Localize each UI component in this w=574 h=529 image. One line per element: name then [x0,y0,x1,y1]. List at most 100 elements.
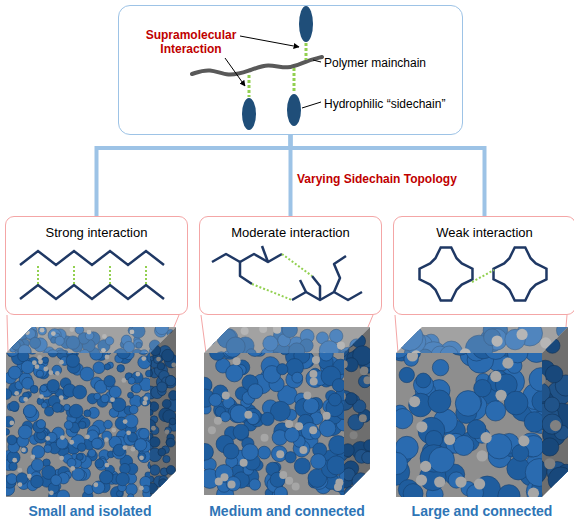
phase-domain [385,452,407,474]
phase-domain [35,477,40,482]
phase-domain [226,390,245,409]
phase-domain [54,451,59,456]
phase-domain [32,393,37,398]
phase-domain [52,399,58,405]
phase-domain [88,449,96,457]
phase-domain [291,434,308,451]
phase-domain [27,468,33,474]
phase-domain [256,427,264,435]
phase-domain [6,327,176,497]
phase-domain [17,468,22,473]
phase-domain [9,412,17,420]
phase-domain [121,378,126,383]
phase-domain [66,354,79,367]
phase-domain [112,363,125,376]
phase-domain [33,408,42,417]
polymer-mainchain [192,57,322,75]
phase-domain [47,379,59,391]
phase-domain [128,489,140,501]
phase-domain [260,484,277,501]
phase-domain [258,484,277,503]
phase-domain [36,370,43,377]
phase-domain [13,341,22,350]
cyclic-sidechain [494,248,547,301]
phase-domain [282,406,293,417]
phase-domain [168,492,173,497]
phase-domain [71,366,81,376]
phase-domain [110,488,122,500]
phase-domain [285,427,300,442]
phase-domain [218,337,233,352]
phase-domain [103,460,113,470]
phase-domain [204,327,370,495]
phase-domain [14,391,19,396]
phase-domain [109,419,114,424]
phase-domain [129,380,138,389]
phase-domain [51,475,62,486]
phase-domain [86,405,92,411]
phase-domain [98,366,110,378]
phase-domain [300,323,308,331]
phase-domain [213,362,221,370]
phase-domain [204,327,370,495]
phase-domain [219,423,230,434]
phase-domain [233,346,250,363]
phase-domain [334,333,351,350]
phase-domain [277,392,292,407]
phase-domain [78,421,86,429]
phase-domain [109,462,120,473]
phase-domain [12,458,17,463]
phase-domain [46,356,58,368]
phase-domain [21,448,26,453]
phase-domain [212,469,224,481]
phase-domain [77,482,89,494]
phase-domain [207,464,224,481]
phase-domain [132,352,138,358]
phase-domain [130,397,141,408]
phase-domain [60,435,65,440]
phase-domain [257,407,267,417]
phase-domain [113,408,125,420]
phase-domain [78,443,86,451]
phase-domain [41,352,49,360]
phase-domain [66,426,79,439]
phase-domain [272,425,284,437]
phase-domain [271,447,279,455]
phase-domain [17,432,24,439]
phase-domain [64,438,69,443]
phase-domain [27,474,32,479]
phase-domain [63,386,76,399]
phase-domain [100,341,110,351]
phase-domain [66,491,76,501]
phase-domain [207,487,220,500]
phase-domain [271,404,282,415]
phase-domain [256,441,264,449]
phase-domain [319,477,332,490]
phase-domain [36,361,45,370]
phase-domain [121,468,131,478]
phase-domain [245,446,261,462]
phase-domain [276,450,284,458]
phase-domain [6,327,176,497]
phase-domain [133,364,138,369]
phase-domain [56,401,64,409]
phase-domain [281,403,293,415]
phase-domain [293,419,309,435]
phase-domain [291,377,299,385]
phase-domain [129,479,136,486]
phase-domain [272,456,287,471]
phase-domain [206,433,216,443]
phase-domain [62,461,72,471]
phase-domain [2,413,12,423]
phase-domain [98,442,104,448]
phase-domain [117,359,126,368]
phase-domain [233,357,241,365]
phase-domain [110,481,118,489]
phase-domain [231,480,248,497]
phase-domain [225,357,243,375]
phase-domain [62,323,73,334]
phase-domain [103,404,108,409]
phase-domain [16,352,27,363]
phase-domain [30,427,41,438]
phase-domain [261,475,269,483]
